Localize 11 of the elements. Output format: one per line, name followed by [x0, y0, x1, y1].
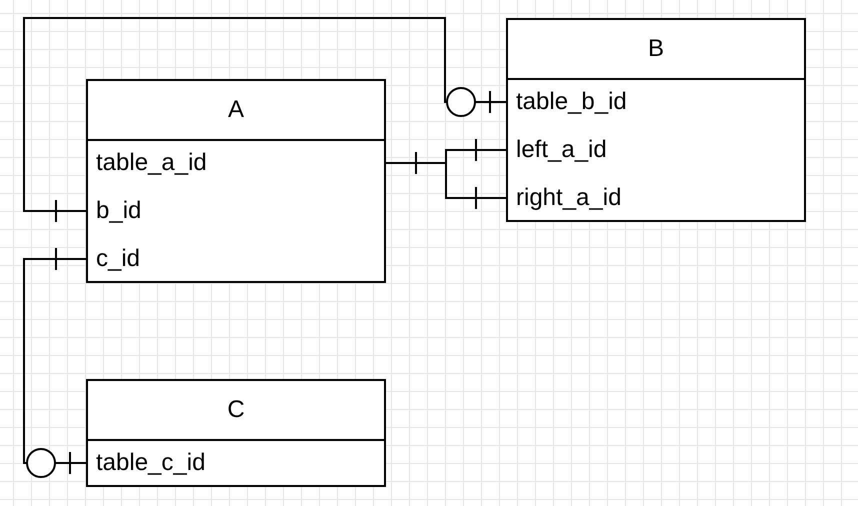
relationship-line — [384, 151, 446, 175]
relationship-line — [445, 163, 508, 210]
entity-table — [86, 379, 386, 487]
relationship-line — [445, 138, 508, 163]
relationship-line — [23, 247, 88, 478]
entity-table — [506, 18, 806, 222]
table-name: C — [227, 396, 245, 424]
entity-table — [86, 79, 386, 283]
table-name: B — [648, 35, 664, 63]
table-name: A — [228, 96, 244, 124]
relationship-line — [23, 17, 508, 223]
